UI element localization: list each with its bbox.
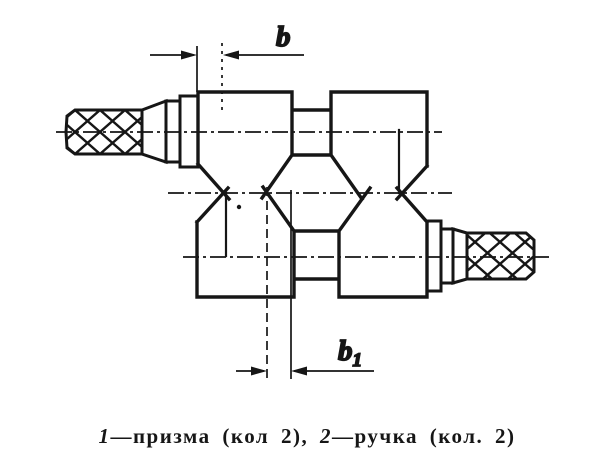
dimension-b: b <box>150 20 304 112</box>
dim-b-arrow-right-pointing <box>181 50 197 60</box>
dim-b-label: b <box>276 21 291 53</box>
caption-item2-text: —ручка (кол. 2) <box>331 424 516 448</box>
dimension-b1: b1 <box>236 187 374 379</box>
top-prism-assembly <box>64 90 430 202</box>
right-handle-knurled <box>465 231 536 281</box>
dim-b1-arrow-right-pointing <box>251 366 267 376</box>
right-handle-taper <box>451 227 469 285</box>
surface-dot-mark <box>236 204 242 210</box>
bottom-prism-assembly <box>194 184 536 299</box>
top-prism-body <box>195 90 430 202</box>
dim-b1-subscript: 1 <box>353 350 363 371</box>
figure-caption: 1—призма (кол 2), 2—ручка (кол. 2) <box>0 424 614 449</box>
dim-b1-arrow-left-pointing <box>291 366 307 376</box>
caption-item1-text: —призма (кол 2), <box>110 424 320 448</box>
right-collar-large <box>425 219 443 293</box>
caption-item1-ref: 1 <box>98 424 111 448</box>
dim-b1-label: b1 <box>338 335 362 371</box>
right-collar-small <box>439 227 455 285</box>
dim-b-arrow-left-pointing <box>223 50 239 60</box>
left-handle-knurled <box>64 108 144 156</box>
caption-item2-ref: 2 <box>319 424 332 448</box>
bottom-prism-body <box>194 184 430 299</box>
